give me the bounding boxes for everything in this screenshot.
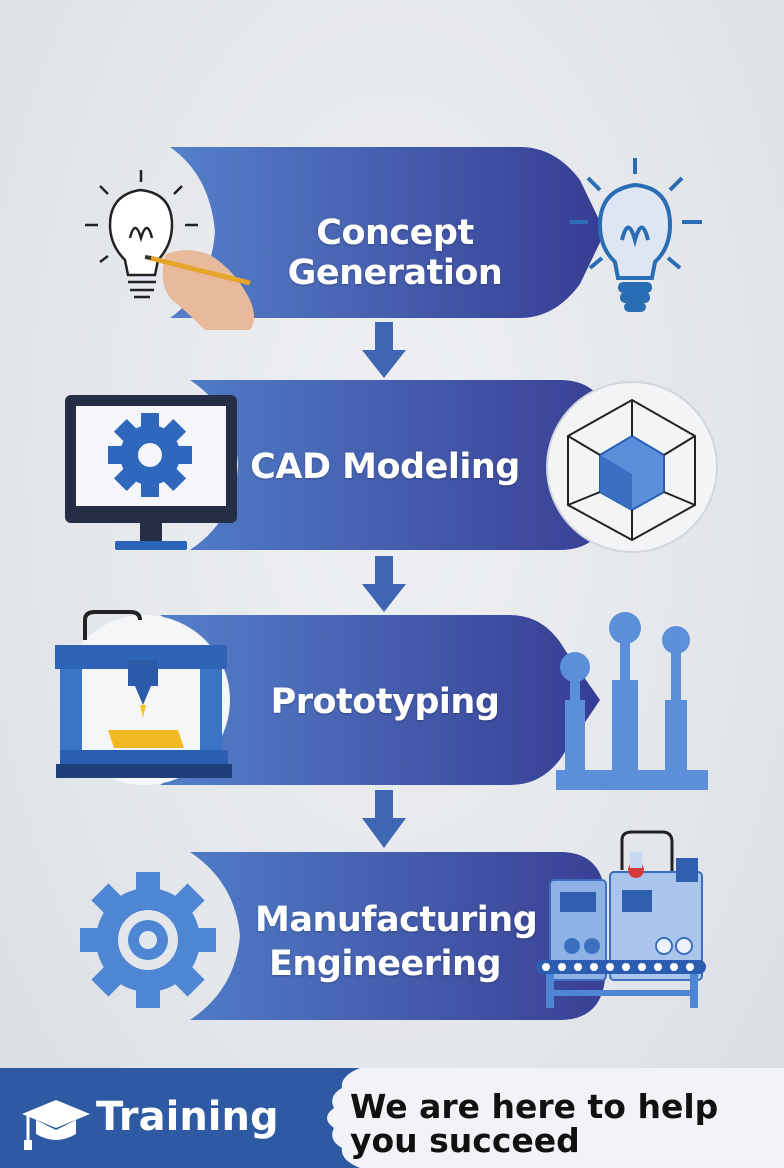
hand-pencil-icon xyxy=(144,250,254,330)
footer-tagline: We are here to help you succeed xyxy=(350,1087,719,1160)
step-manufacturing-label: Manufacturing Engineering xyxy=(255,900,538,984)
cube-icon xyxy=(546,381,718,553)
cad-banner xyxy=(190,380,610,550)
step-concept-label: Concept Generation xyxy=(287,213,503,293)
graduation-cap-icon xyxy=(22,1100,90,1150)
prototyping-banner xyxy=(160,615,600,785)
3d-printer-icon xyxy=(55,610,232,785)
down-arrow-2 xyxy=(362,556,406,612)
down-arrow-3 xyxy=(362,790,406,848)
step-cad-label: CAD Modeling xyxy=(250,447,520,487)
monitor-gear-icon xyxy=(65,395,237,550)
concept-banner xyxy=(170,147,605,318)
production-line-icon xyxy=(536,830,706,1008)
down-arrow-1 xyxy=(362,322,406,378)
step-prototyping-label: Prototyping xyxy=(270,682,500,722)
lightbulb-icon xyxy=(570,158,702,312)
manufacturing-banner xyxy=(190,852,605,1020)
lightbulb-sketch-icon xyxy=(85,170,198,299)
gear-icon xyxy=(80,872,216,1008)
footer-brand: Training xyxy=(96,1094,279,1140)
factory-pillars-icon xyxy=(556,612,708,790)
footer-tagline-panel xyxy=(327,1068,784,1168)
